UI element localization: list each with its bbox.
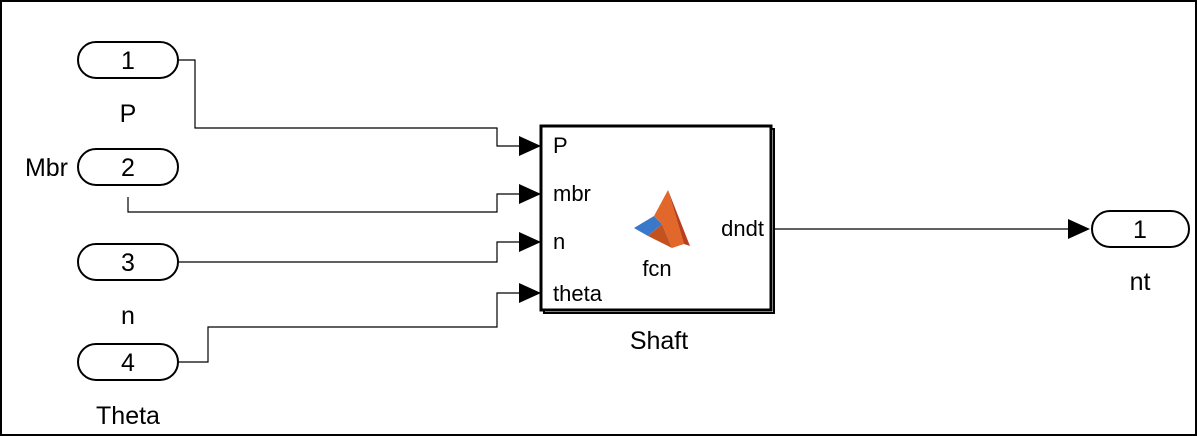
wire-theta[interactable] bbox=[178, 292, 520, 363]
inport-number: 1 bbox=[121, 47, 135, 75]
block-name: Shaft bbox=[630, 327, 688, 355]
inport-3[interactable]: 3 bbox=[77, 243, 179, 281]
function-label: fcn bbox=[642, 256, 671, 281]
input-pin-mbr: mbr bbox=[553, 181, 591, 206]
inport-2[interactable]: 2 bbox=[77, 148, 179, 186]
inport-label: Theta bbox=[96, 402, 160, 430]
inport-number: 3 bbox=[121, 249, 135, 277]
arrow-theta bbox=[519, 283, 541, 303]
wire-p[interactable] bbox=[178, 59, 520, 147]
wire-mbr[interactable] bbox=[127, 193, 520, 213]
outport-label: nt bbox=[1130, 268, 1151, 296]
matlab-function-icon bbox=[634, 190, 690, 248]
arrow-mbr bbox=[519, 184, 541, 204]
input-pin-n: n bbox=[553, 229, 565, 254]
outport-number: 1 bbox=[1133, 216, 1147, 244]
output-pin-dndt: dndt bbox=[721, 216, 764, 241]
inport-label: Mbr bbox=[25, 154, 68, 182]
arrow-n bbox=[519, 232, 541, 252]
inport-label: P bbox=[120, 100, 137, 128]
outport-1[interactable]: 1 bbox=[1091, 210, 1190, 248]
arrow-p bbox=[519, 136, 541, 156]
shaft-function-block[interactable]: P mbr n theta dndt fcn bbox=[539, 124, 775, 314]
wire-n[interactable] bbox=[178, 241, 520, 263]
inport-number: 2 bbox=[121, 154, 135, 182]
inport-number: 4 bbox=[121, 349, 135, 377]
inport-4[interactable]: 4 bbox=[77, 343, 179, 381]
input-pin-theta: theta bbox=[553, 281, 603, 306]
input-pin-p: P bbox=[553, 133, 568, 158]
inport-label: n bbox=[121, 302, 135, 330]
arrow-nt bbox=[1068, 219, 1090, 239]
inport-1[interactable]: 1 bbox=[77, 41, 179, 79]
